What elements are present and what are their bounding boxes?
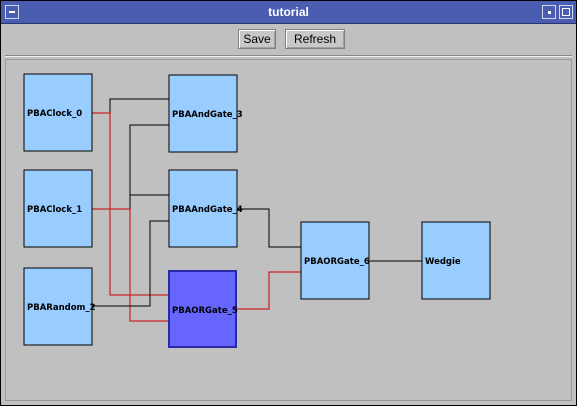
node-label: PBAClock_0 xyxy=(27,109,82,119)
wire-orgate5-orgate6 xyxy=(237,271,301,310)
window-menu-button[interactable] xyxy=(5,5,19,19)
window-menu-icon xyxy=(9,11,15,13)
maximize-icon xyxy=(562,8,570,16)
wire-random2-andgate4 xyxy=(92,220,169,307)
wire-clock1-andgate4 xyxy=(129,194,169,209)
node-pbaandgate-3[interactable]: PBAAndGate_3 xyxy=(168,74,243,153)
wire-clock0-orgate5 xyxy=(92,112,169,296)
node-label: PBAORGate_6 xyxy=(304,257,370,267)
node-label: PBAAndGate_4 xyxy=(172,205,243,215)
node-label: PBAClock_1 xyxy=(27,205,82,215)
node-pbaclock-1[interactable]: PBAClock_1 xyxy=(23,169,93,248)
node-pbaandgate-4[interactable]: PBAAndGate_4 xyxy=(168,169,243,248)
window-title: tutorial xyxy=(268,5,309,19)
node-label: PBARandom_2 xyxy=(27,303,96,313)
toolbar-divider xyxy=(5,55,572,57)
node-label: PBAAndGate_3 xyxy=(172,110,243,120)
wire-andgate4-orgate6 xyxy=(238,208,301,248)
node-label: Wedgie xyxy=(425,257,461,267)
node-wedgie[interactable]: Wedgie xyxy=(421,221,491,300)
node-label: PBAORGate_5 xyxy=(172,306,238,316)
title-bar[interactable]: tutorial xyxy=(1,1,576,24)
minimize-icon xyxy=(548,11,551,14)
graph-svg: PBAClock_0 PBAClock_1 PBARandom_2 PBAAnd… xyxy=(23,73,491,348)
node-pbaorgate-5-selected[interactable]: PBAORGate_5 xyxy=(168,270,238,348)
node-pbaclock-0[interactable]: PBAClock_0 xyxy=(23,73,93,152)
wire-clock1-orgate5 xyxy=(92,208,169,322)
refresh-button[interactable]: Refresh xyxy=(285,29,345,49)
wire-clock0-andgate3 xyxy=(92,98,169,114)
save-button[interactable]: Save xyxy=(238,29,276,49)
maximize-button[interactable] xyxy=(559,5,573,19)
node-pbarandom-2[interactable]: PBARandom_2 xyxy=(23,267,96,346)
node-pbaorgate-6[interactable]: PBAORGate_6 xyxy=(300,221,370,300)
graph-canvas[interactable]: PBAClock_0 PBAClock_1 PBARandom_2 PBAAnd… xyxy=(5,59,572,401)
toolbar: Save Refresh xyxy=(5,27,572,53)
minimize-button[interactable] xyxy=(542,5,556,19)
